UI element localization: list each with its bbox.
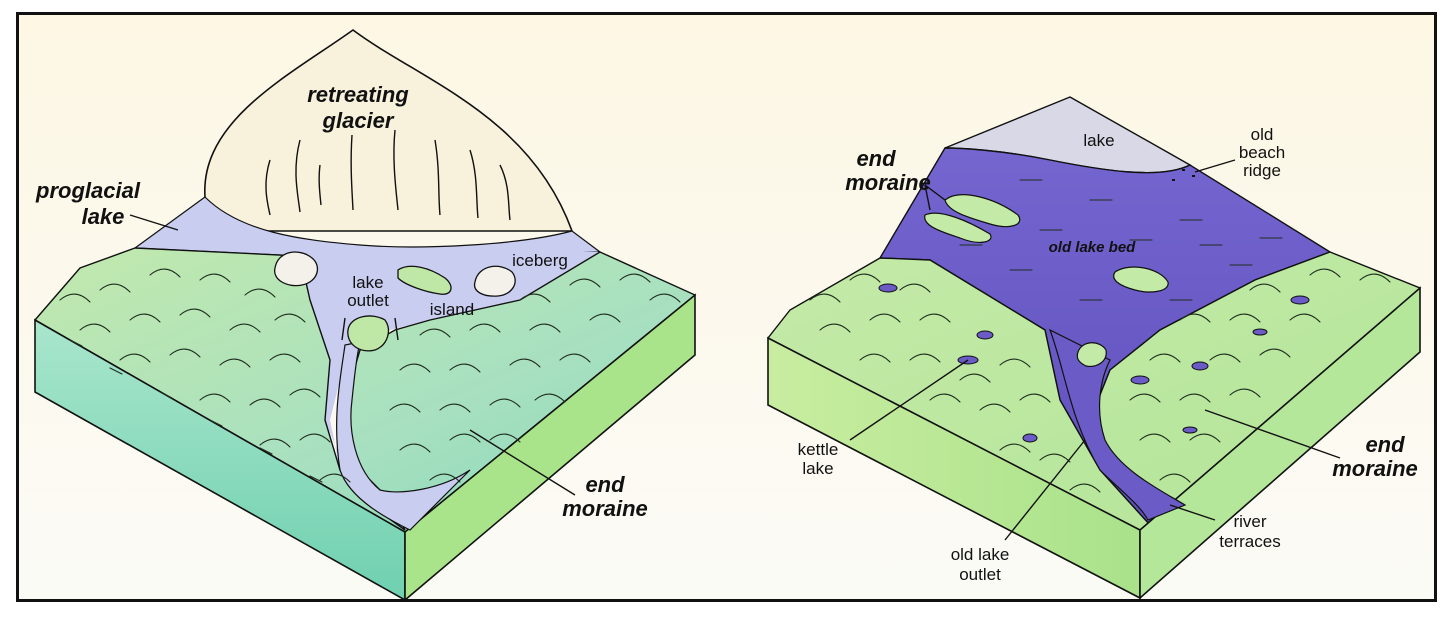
label-old-lake-outlet-1: old lake [951,545,1010,564]
kettle-lake-leader [849,359,969,441]
label-end-left: end [585,472,625,497]
label-lake-outlet-2: outlet [347,291,389,310]
outlet-island-shape [347,315,389,352]
left-block-right-face [404,293,696,602]
lake-bed-island-2 [1076,342,1107,367]
label-lake-outlet-1: lake [352,273,383,292]
old-beach-ridge-leader [1194,159,1236,173]
end-moraine-top-leader-1 [924,184,946,201]
left-block [33,29,697,602]
label-kettle-2: lake [802,459,833,478]
iceberg-left [274,251,319,287]
label-old-beach-ridge-1: old [1251,125,1274,144]
end-moraine-ridge-1 [944,194,1021,228]
right-block-right-face [1139,286,1421,600]
proglacial-lake-surface [133,196,602,259]
label-glacier: glacier [322,108,395,133]
lake-outlet-bracket-right [394,317,399,341]
label-end-right: end [1365,432,1405,457]
label-retreating: retreating [307,82,409,107]
label-proglacial-lake: lake [82,204,125,229]
right-hill-hatching [809,268,1391,493]
old-lake-outlet-leader [1004,439,1086,541]
left-labels: retreating glacier proglacial lake lake … [35,82,648,521]
label-iceberg: iceberg [512,251,568,270]
old-lake-outlet-valley [1048,328,1187,521]
label-lake-right: lake [1083,131,1114,150]
lake-bed-dashes [959,179,1283,301]
lake-outlet-river [336,341,471,531]
label-moraine-left: moraine [562,496,648,521]
left-hill-hatching [59,268,681,483]
label-moraine-top: moraine [845,170,931,195]
end-moraine-right-leader [1204,409,1341,459]
label-moraine-right: moraine [1332,456,1418,481]
right-labels: lake old beach ridge end moraine old lak… [798,125,1418,584]
kettle-lakes [878,283,1310,443]
glacier-crevasse-lines [265,129,511,221]
proglacial-lake-leader [129,214,179,231]
label-old-lake-outlet-2: outlet [959,565,1001,584]
label-river-terraces-2: terraces [1219,532,1280,551]
end-moraine-leader-left [469,429,576,496]
end-moraine-ridge-2 [924,212,992,243]
old-beach-ridge-dots [1172,169,1195,181]
left-side-strokes [69,339,323,483]
iceberg-right [473,265,516,297]
label-old-beach-ridge-3: ridge [1243,161,1281,180]
lake-outlet-bracket-left [341,317,346,341]
label-end-top: end [856,146,896,171]
end-moraine-top-leader-2 [924,184,931,211]
label-proglacial: proglacial [35,178,141,203]
label-island: island [430,300,474,319]
leader-lines [129,159,1341,541]
island-shape [397,265,452,295]
river-terraces-leader [1169,504,1216,521]
label-kettle-1: kettle [798,440,839,459]
label-old-beach-ridge-2: beach [1239,143,1285,162]
right-block [766,96,1422,600]
label-old-lake-bed: old lake bed [1049,239,1137,256]
label-river-terraces-1: river [1233,512,1266,531]
lake-bed-island-1 [1113,266,1169,293]
